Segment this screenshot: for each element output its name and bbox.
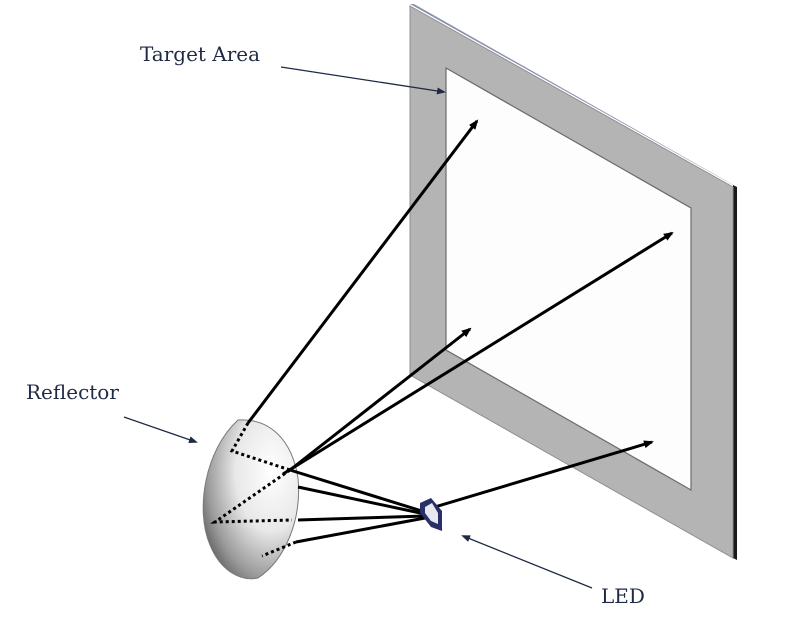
label-reflector: Reflector [26,380,119,404]
light-rays [246,119,674,544]
ray-led-to-lower-right [427,440,654,511]
target-screen [445,66,692,492]
ray-led-to-reflector-3 [297,514,426,522]
reflector-dotted-rays [210,422,297,558]
ray-reflector-to-upper-right [282,231,674,476]
leader-led [461,535,593,589]
led-face [425,503,438,524]
dotted-ray-1 [229,422,291,472]
leader-lines [123,66,593,589]
label-target-area: Target Area [140,42,261,66]
reflector-surface [202,419,300,580]
ray-led-to-reflector-1 [289,468,426,514]
reflector-dish [202,419,300,580]
leader-reflector [123,416,198,444]
led-component [420,498,442,531]
dotted-ray-2 [210,468,293,524]
target-panel-edge [733,185,737,560]
ray-led-to-reflector-2 [297,485,426,516]
ray-reflector-to-top-left [246,119,479,424]
dotted-ray-3 [261,540,297,558]
label-led: LED [601,584,645,608]
ray-reflector-to-mid-left [289,327,472,472]
target-panel-top-edge [410,4,737,187]
leader-target-area [280,66,446,95]
target-panel [409,4,737,560]
ray-led-to-reflector-4 [295,516,426,544]
